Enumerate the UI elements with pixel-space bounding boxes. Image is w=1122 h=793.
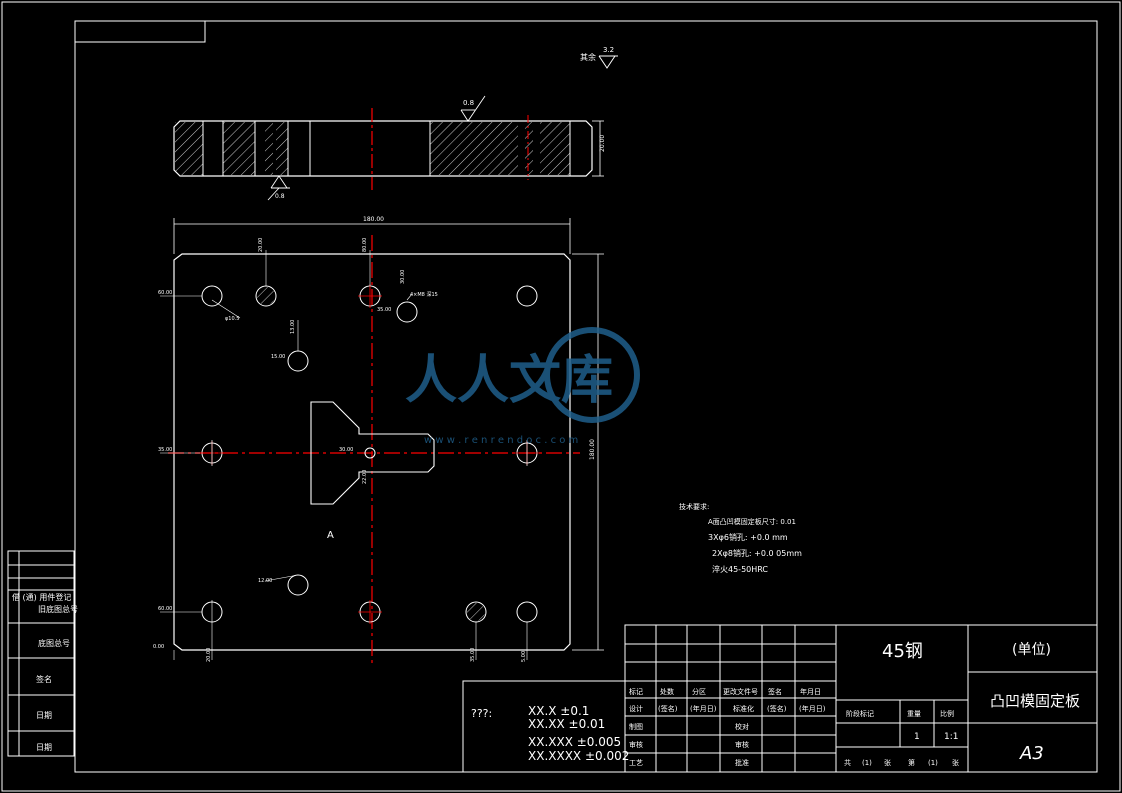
- title-cell: (年月日): [799, 704, 826, 713]
- dim-label: 0.00: [153, 644, 164, 650]
- title-cell: 重量: [907, 710, 921, 718]
- title-cell: 张: [884, 758, 891, 767]
- tolerance-label: ???:: [471, 707, 492, 720]
- left-strip-label: 借 (通) 用件登记: [12, 592, 71, 602]
- dim-label: 35.00: [158, 447, 172, 453]
- thickness-dim: 20.00: [599, 135, 606, 152]
- overall-width-dim: 180.00: [363, 216, 384, 223]
- dim-label: 4×M8 深15: [410, 291, 438, 298]
- title-cell: (签名): [658, 704, 678, 713]
- hole: [516, 601, 538, 623]
- dim-label: 20.00: [206, 648, 212, 662]
- title-cell: (1): [928, 759, 938, 767]
- quantity-value: 1: [914, 732, 920, 742]
- hole: [516, 285, 538, 307]
- surface-roughness-mark: 其余 3.2: [580, 46, 618, 69]
- drawing-name: 凸凹模固定板: [990, 692, 1080, 710]
- title-cell: 阶段标记: [846, 709, 874, 718]
- material: 45钢: [882, 641, 923, 662]
- watermark-logo: 人人文库 w w w . r e n r e n d o c . c o m: [405, 327, 640, 446]
- title-header: 标记: [629, 687, 643, 696]
- sheet-size: A3: [1019, 743, 1044, 764]
- tolerance-line: XX.XXX ±0.005: [528, 735, 621, 749]
- tolerance-block: ???: XX.X ±0.1 XX.XX ±0.01 XX.XXX ±0.005…: [462, 680, 629, 773]
- title-cell: 设计: [629, 704, 643, 713]
- overall-height-dim: 180.00: [589, 439, 596, 460]
- left-strip-label: 日期: [36, 743, 52, 752]
- dim-label: 15.00: [271, 354, 285, 360]
- hole: [396, 301, 418, 323]
- section-roughness-bottom: 0.8: [275, 193, 285, 200]
- dim-label: 30.00: [339, 447, 353, 453]
- watermark-text: 人人文库: [405, 351, 613, 411]
- title-cell: 比例: [940, 709, 954, 718]
- dim-label: 22.00: [362, 470, 368, 484]
- title-cell: (年月日): [690, 704, 717, 713]
- dim-label: 80.00: [362, 238, 368, 252]
- section-roughness-top: 0.8: [463, 99, 474, 107]
- title-header: 处数: [660, 687, 674, 696]
- punch-opening: [310, 401, 435, 505]
- title-header: 更改文件号: [723, 687, 758, 696]
- dim-label: 12.00: [258, 578, 272, 584]
- left-strip-label: 底图总号: [38, 638, 70, 648]
- scale-value: 1:1: [944, 732, 958, 742]
- roughness-value: 3.2: [603, 46, 614, 54]
- title-cell: 张: [952, 758, 959, 767]
- title-cell: 工艺: [629, 759, 643, 767]
- unit: (单位): [1012, 642, 1051, 658]
- hole: [201, 285, 223, 307]
- title-cell: 审核: [629, 740, 643, 749]
- title-header: 分区: [692, 687, 706, 696]
- left-strip-label: 签名: [36, 674, 52, 684]
- dim-label: 13.00: [290, 320, 296, 334]
- title-block: [624, 624, 1098, 773]
- dim-label: 35.00: [377, 307, 391, 313]
- dim-label: 30.00: [400, 270, 406, 284]
- tech-req-line: 2Xφ8销孔: +0.0 05mm: [712, 548, 802, 558]
- title-cell: 批准: [735, 758, 749, 767]
- dim-label: 60.00: [158, 606, 172, 612]
- left-strip-label: 日期: [36, 711, 52, 720]
- dim-label: 60.00: [158, 290, 172, 296]
- dim-label: 20.00: [258, 238, 264, 252]
- title-header: 年月日: [800, 687, 821, 696]
- hole: [287, 350, 309, 372]
- title-cell: 标准化: [733, 704, 754, 713]
- tolerance-line: XX.XXXX ±0.002: [528, 749, 629, 763]
- roughness-prefix: 其余: [580, 52, 596, 62]
- left-revision-strip: [7, 550, 75, 757]
- title-cell: 审核: [735, 740, 749, 749]
- technical-requirements: 技术要求: A面凸凹模固定板尺寸: 0.01 3Xφ6销孔: +0.0 mm 2…: [679, 502, 802, 574]
- tech-req-line: A面凸凹模固定板尺寸: 0.01: [708, 517, 796, 526]
- tolerance-line: XX.XX ±0.01: [528, 717, 605, 731]
- view-label: A: [327, 530, 334, 541]
- plate-outline: [173, 253, 571, 651]
- tech-req-line: 淬火45-50HRC: [712, 564, 768, 574]
- title-header: 签名: [768, 687, 782, 696]
- plan-view: 180.00 180.00: [153, 216, 604, 665]
- dim-label: 5.00: [521, 651, 527, 662]
- title-cell: 制图: [629, 722, 643, 731]
- left-strip-label: 旧底图总号: [38, 604, 78, 614]
- section-view: 20.00 0.8 0.8: [173, 95, 606, 201]
- title-cell: 第: [908, 758, 915, 767]
- tech-req-heading: 技术要求:: [679, 502, 709, 511]
- tech-req-line: 3Xφ6销孔: +0.0 mm: [708, 532, 788, 542]
- title-cell: (1): [862, 759, 872, 767]
- watermark-url: w w w . r e n r e n d o c . c o m: [424, 435, 578, 446]
- tolerance-line: XX.X ±0.1: [528, 704, 589, 718]
- drawing-code-box: [74, 20, 206, 43]
- title-cell: 校对: [735, 722, 749, 731]
- hole: [364, 447, 376, 459]
- title-cell: (签名): [767, 704, 787, 713]
- dim-label: φ10.5: [225, 316, 239, 322]
- dim-label: 35.00: [470, 648, 476, 662]
- title-cell: 共: [844, 758, 851, 767]
- hole: [287, 574, 309, 596]
